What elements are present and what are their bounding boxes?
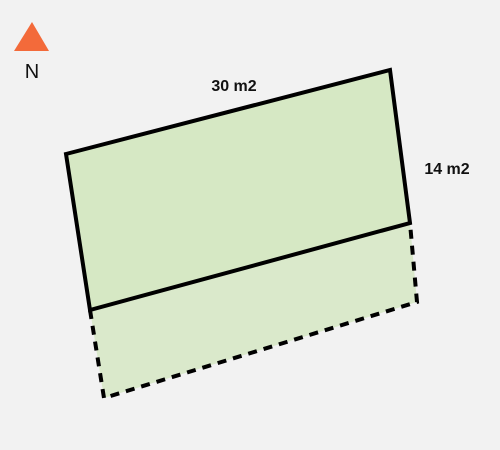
north-label: N xyxy=(25,61,39,83)
main-plot-area xyxy=(63,67,413,313)
north-indicator: N xyxy=(14,22,49,83)
plot-extension-area xyxy=(90,223,417,398)
plot-extension-outline xyxy=(88,222,420,401)
width-dimension-label: 14 m2 xyxy=(424,161,469,178)
north-arrow-icon xyxy=(14,22,49,51)
length-dimension-label: 30 m2 xyxy=(211,78,256,95)
